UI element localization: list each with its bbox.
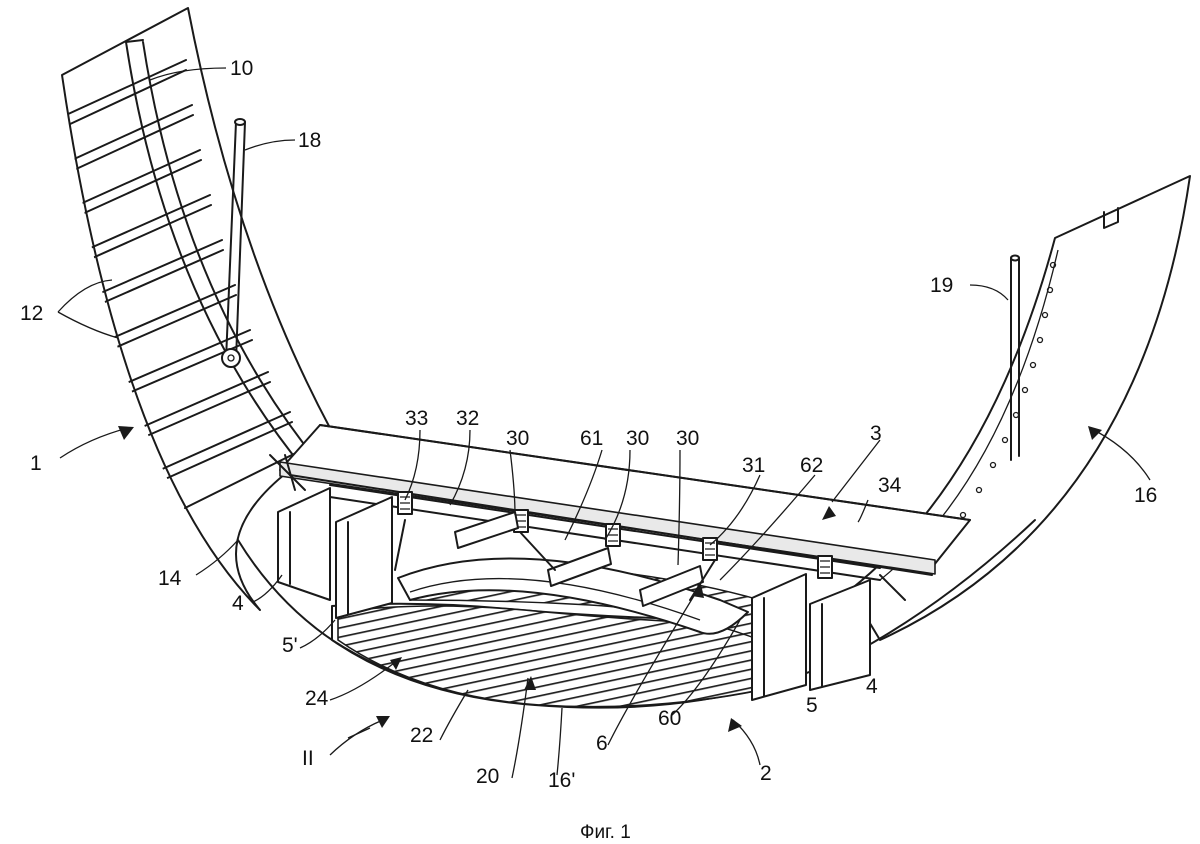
- label-30-a: 30: [506, 427, 529, 450]
- web-5-right: [751, 573, 807, 701]
- web-5-prime: [335, 496, 393, 619]
- label-12: 12: [20, 302, 43, 325]
- label-34: 34: [878, 474, 902, 497]
- label-4-left: 4: [232, 592, 244, 615]
- label-62: 62: [800, 454, 823, 477]
- label-31: 31: [742, 454, 765, 477]
- label-14: 14: [158, 567, 182, 590]
- label-24: 24: [305, 687, 329, 710]
- label-5-right: 5: [806, 694, 818, 717]
- label-2: 2: [760, 762, 772, 785]
- strut-19: [1010, 254, 1020, 461]
- label-10: 10: [230, 57, 253, 80]
- arrowheads: [118, 426, 1102, 732]
- label-30-c: 30: [676, 427, 699, 450]
- label-1: 1: [30, 452, 42, 475]
- label-6: 6: [596, 732, 608, 755]
- left-fuselage-shell: [61, 7, 331, 611]
- strut-18: [221, 118, 246, 368]
- label-30-b: 30: [626, 427, 649, 450]
- label-33: 33: [405, 407, 428, 430]
- label-3: 3: [870, 422, 882, 445]
- web-4-left: [277, 487, 331, 601]
- label-32: 32: [456, 407, 479, 430]
- label-61: 61: [580, 427, 603, 450]
- web-4-right: [809, 579, 871, 691]
- reference-labels: 10 18 12 1 14 4 5' 24 II 22 20 16' 6 60 …: [20, 57, 1157, 792]
- label-4-right: 4: [866, 675, 878, 698]
- floor-structure-3: [269, 424, 971, 607]
- stringers-12: [65, 59, 313, 509]
- label-18: 18: [298, 129, 321, 152]
- label-60: 60: [658, 707, 681, 730]
- cross-beams-30: [454, 511, 704, 607]
- label-5-prime: 5': [282, 634, 298, 657]
- label-16: 16: [1134, 484, 1157, 507]
- label-22: 22: [410, 724, 433, 747]
- leader-lines: [57, 67, 1151, 779]
- label-19: 19: [930, 274, 953, 297]
- label-20: 20: [476, 765, 499, 788]
- figure-caption: Фиг. 1: [580, 822, 631, 843]
- label-16-prime: 16': [548, 769, 575, 792]
- label-roman-II: II: [302, 747, 314, 770]
